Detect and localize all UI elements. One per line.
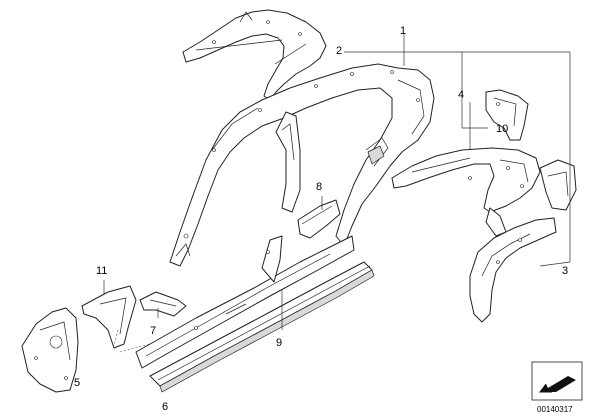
gusset-11[interactable]: [81, 285, 137, 349]
callout-10: 10: [496, 123, 508, 135]
callout-4: 4: [458, 89, 464, 101]
callout-labels: 1 2 3 4 5 6 7 8 9 10 11: [74, 25, 568, 413]
side-frame[interactable]: [169, 63, 435, 267]
rear-corner-bracket[interactable]: [539, 159, 577, 211]
front-column-panel[interactable]: [21, 307, 79, 393]
bracket-10[interactable]: [485, 89, 529, 141]
bracket-8[interactable]: [297, 199, 341, 239]
callout-2: 2: [336, 45, 342, 57]
leader-lines: [103, 34, 571, 353]
roof-rail-panel[interactable]: [182, 9, 327, 101]
callout-7: 7: [150, 325, 156, 337]
sill-lower-panel[interactable]: [135, 235, 355, 369]
direction-arrow-icon: [540, 376, 576, 392]
callout-1: 1: [400, 25, 406, 37]
callout-6: 6: [162, 401, 168, 413]
side-panel-segment[interactable]: [391, 147, 541, 237]
callout-8: 8: [316, 181, 322, 193]
document-number: 00140317: [537, 405, 573, 414]
callout-11: 11: [96, 265, 107, 277]
direction-badge: 00140317: [531, 361, 583, 414]
callout-3: 3: [562, 265, 568, 277]
rocker-reinforcement[interactable]: [149, 261, 375, 393]
wheel-arch-section[interactable]: [469, 217, 557, 323]
callout-5: 5: [74, 377, 80, 389]
bracket-7[interactable]: [139, 291, 187, 317]
callout-9: 9: [276, 337, 282, 349]
